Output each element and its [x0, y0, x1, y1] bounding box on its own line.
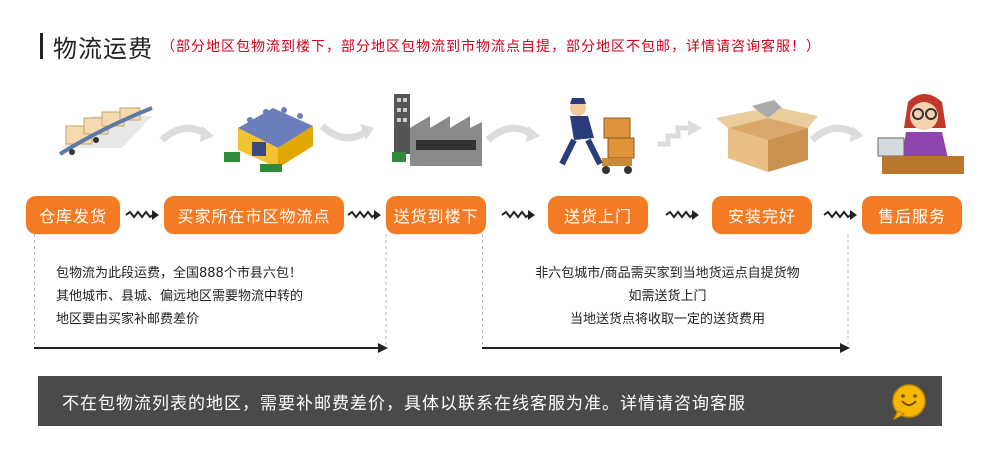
delivery-worker-icon — [548, 88, 658, 178]
factory-icon — [386, 88, 496, 178]
header-divider — [40, 33, 43, 59]
connector-arrow-4 — [664, 204, 700, 226]
flow-arrow-2 — [318, 118, 378, 148]
truck-convoy-icon — [52, 88, 162, 178]
chat-bubble-icon[interactable] — [890, 383, 928, 421]
step-deliver-downstairs: 送货到楼下 — [386, 196, 486, 234]
footer-banner: 不在包物流列表的地区，需要补邮费差价，具体以联系在线客服为准。详情请咨询客服 — [38, 376, 942, 426]
free-shipping-note: 包物流为此段运费，全国888个市县六包！ 其他城市、县城、偏远地区需要物流中转的… — [56, 262, 303, 331]
flow-arrow-1 — [158, 118, 218, 148]
connector-arrow-5 — [822, 204, 858, 226]
open-box-icon — [712, 88, 822, 178]
note-line: 非六包城市/商品需买家到当地货运点自提货物 — [535, 266, 800, 281]
note-line: 包物流为此段运费，全国888个市县六包！ — [56, 266, 302, 281]
shipping-note: （部分地区包物流到楼下，部分地区包物流到市物流点自提，部分地区不包邮，详情请咨询… — [161, 39, 821, 55]
step-installed: 安装完好 — [712, 196, 812, 234]
right-range-bracket — [482, 234, 852, 353]
note-line: 地区要由买家补邮费差价 — [56, 312, 200, 327]
connector-arrow-3 — [500, 204, 536, 226]
step-warehouse-ship: 仓库发货 — [26, 196, 120, 234]
connector-arrow-2 — [346, 204, 382, 226]
self-pickup-note: 非六包城市/商品需买家到当地货运点自提货物 如需送货上门 当地送货点将收取一定的… — [480, 262, 855, 331]
section-header: 物流运费 （部分地区包物流到楼下，部分地区包物流到市物流点自提，部分地区不包邮，… — [40, 28, 821, 64]
step-after-sales: 售后服务 — [862, 196, 962, 234]
note-line: 如需送货上门 — [628, 289, 707, 304]
customer-service-icon — [868, 88, 978, 178]
connector-arrow-1 — [124, 204, 160, 226]
footer-text: 不在包物流列表的地区，需要补邮费差价，具体以联系在线客服为准。详情请咨询客服 — [62, 393, 746, 414]
flow-arrow-3 — [484, 118, 544, 148]
flow-arrow-5 — [808, 118, 868, 148]
flow-arrow-4 — [652, 118, 712, 148]
note-line: 当地送货点将收取一定的送货费用 — [569, 312, 765, 327]
step-buyer-city-logistics: 买家所在市区物流点 — [164, 196, 344, 234]
warehouse-icon — [218, 88, 328, 178]
left-range-bracket — [34, 234, 390, 353]
step-door-delivery: 送货上门 — [548, 196, 648, 234]
page-title: 物流运费 — [53, 34, 153, 63]
note-line: 其他城市、县城、偏远地区需要物流中转的 — [56, 289, 304, 304]
